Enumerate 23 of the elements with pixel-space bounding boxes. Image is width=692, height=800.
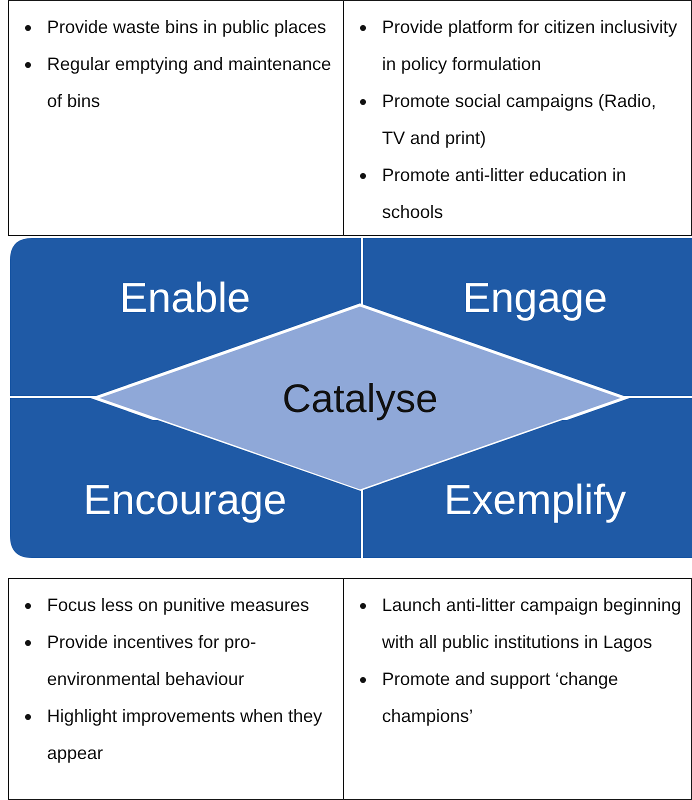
bullet-point: Launch anti-litter campaign beginning with all public institutions in Lagos (382, 595, 682, 652)
bullet-point: Provide incentives for pro-environmental behaviour (47, 632, 256, 689)
text-box (8, 0, 344, 236)
diamond-label: Catalyse (282, 377, 438, 421)
quadrant-title: Enable (120, 274, 250, 321)
quadrant-title: Engage (462, 274, 608, 321)
text-box (343, 578, 692, 800)
quadrant-panel (10, 238, 361, 374)
bullet-point: Highlight improvements when they appear (47, 706, 322, 763)
bullet-point: Provide platform for citizen inclusivity in policy formulation (382, 17, 678, 74)
bullet-point: Provide waste bins in public places (47, 17, 326, 37)
bullet-point: Promote and support ‘change champions’ (382, 669, 618, 726)
bullet-point: Promote social campaigns (Radio, TV and print) (382, 91, 656, 148)
text-box (343, 0, 692, 236)
bullet-point: Regular emptying and maintenance of bins (47, 54, 332, 111)
bullet-point: Promote anti-litter education in schools (382, 165, 626, 222)
quadrant-title: Encourage (83, 476, 287, 523)
quadrant-panel (10, 420, 361, 558)
quadrant-panel (363, 238, 692, 374)
text-box (8, 578, 344, 800)
quadrant-panel (363, 420, 692, 558)
quadrant-title: Exemplify (444, 476, 626, 523)
bullet-point: Focus less on punitive measures (47, 595, 310, 615)
